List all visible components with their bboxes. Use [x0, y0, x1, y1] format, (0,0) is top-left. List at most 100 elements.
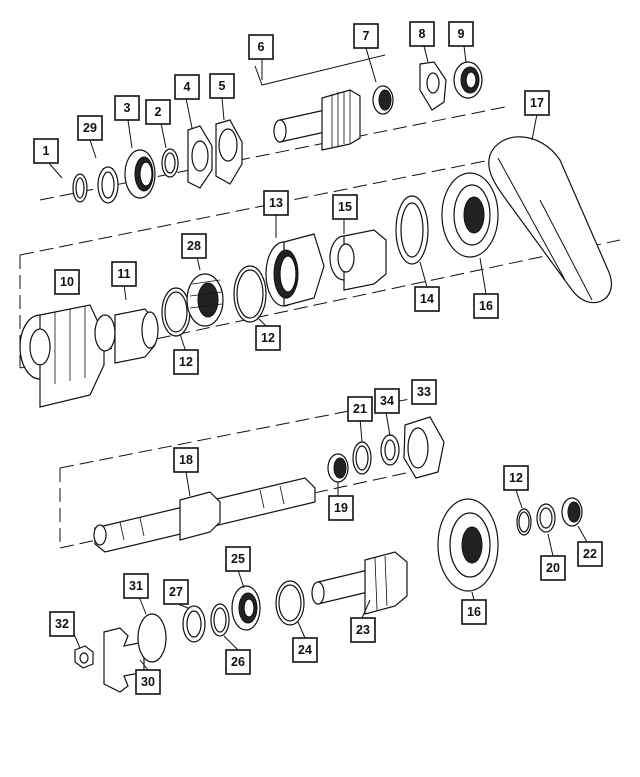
- callout-21: 21: [347, 396, 373, 422]
- callout-33: 33: [411, 379, 437, 405]
- callout-label: 11: [117, 267, 130, 281]
- bearing-7: [372, 85, 394, 115]
- driven-sprocket-16-bottom: [437, 498, 499, 592]
- callout-label: 7: [363, 29, 370, 43]
- callout-label: 30: [141, 675, 155, 689]
- callout-label: 12: [261, 331, 275, 345]
- callout-label: 8: [419, 27, 426, 41]
- snap-ring-12-lower: [516, 508, 532, 536]
- callout-label: 23: [356, 623, 370, 637]
- callout-label: 28: [187, 239, 201, 253]
- callout-label: 12: [179, 355, 193, 369]
- callout-17: 17: [524, 90, 550, 116]
- snap-ring-20: [536, 503, 556, 533]
- drive-sprocket-16-top: [441, 172, 499, 258]
- callout-label: 16: [479, 299, 493, 313]
- callout-label: 34: [380, 394, 394, 408]
- callout-9: 9: [448, 21, 474, 47]
- callout-25: 25: [225, 546, 251, 572]
- callout-29: 29: [77, 115, 103, 141]
- callout-label: 29: [83, 121, 97, 135]
- callout-3: 3: [114, 95, 140, 121]
- callout-11: 11: [111, 261, 137, 287]
- seal-27: [182, 605, 206, 643]
- callout-12-lower: 12: [503, 465, 529, 491]
- callout-15: 15: [332, 194, 358, 220]
- snap-ring-21: [352, 441, 372, 475]
- callout-label: 25: [231, 552, 245, 566]
- hub-15: [329, 229, 387, 291]
- callout-7: 7: [353, 23, 379, 49]
- oil-pump-33: [403, 416, 445, 479]
- callout-14: 14: [414, 286, 440, 312]
- sun-gear-11: [94, 308, 159, 364]
- callout-10: 10: [54, 269, 80, 295]
- callout-2: 2: [145, 99, 171, 125]
- callout-28: 28: [181, 233, 207, 259]
- retainer-plate-4: [187, 125, 213, 189]
- callout-label: 27: [169, 585, 183, 599]
- callout-label: 4: [184, 80, 191, 94]
- callout-12-mid-left: 12: [173, 349, 199, 375]
- callout-6: 6: [248, 34, 274, 60]
- callout-label: 32: [55, 617, 69, 631]
- retainer-plate-5: [215, 119, 243, 185]
- callout-label: 2: [155, 105, 162, 119]
- bearing-3: [124, 149, 156, 199]
- callout-34: 34: [374, 388, 400, 414]
- callout-label: 15: [338, 200, 352, 214]
- callout-label: 1: [43, 144, 50, 158]
- callout-label: 5: [219, 79, 226, 93]
- output-shaft-6: [273, 89, 361, 151]
- callout-8: 8: [409, 21, 435, 47]
- snap-ring-2: [161, 148, 179, 178]
- snap-ring-1: [72, 173, 88, 203]
- callout-16-bottom: 16: [461, 599, 487, 625]
- callout-label: 18: [179, 453, 193, 467]
- snap-ring-24: [275, 580, 305, 626]
- callout-23: 23: [350, 617, 376, 643]
- callout-label: 24: [298, 643, 312, 657]
- callout-27: 27: [163, 579, 189, 605]
- callout-26: 26: [225, 649, 251, 675]
- callout-label: 19: [334, 501, 348, 515]
- bearing-25: [231, 585, 261, 631]
- mainshaft-18: [93, 477, 316, 553]
- callout-18: 18: [173, 447, 199, 473]
- callout-30: 30: [135, 669, 161, 695]
- washer-34: [380, 434, 400, 466]
- planetary-carrier-10: [19, 304, 105, 408]
- callout-22: 22: [577, 541, 603, 567]
- callout-label: 33: [417, 385, 431, 399]
- bearing-22: [561, 497, 583, 527]
- callout-13: 13: [263, 190, 289, 216]
- bearing-19: [327, 453, 349, 483]
- callout-label: 16: [467, 605, 481, 619]
- snap-ring-26: [210, 603, 230, 637]
- callout-label: 20: [546, 561, 560, 575]
- callout-32: 32: [49, 611, 75, 637]
- callout-4: 4: [174, 74, 200, 100]
- front-output-shaft-23: [311, 551, 408, 615]
- callout-19: 19: [328, 495, 354, 521]
- callout-label: 13: [269, 196, 283, 210]
- nut-32: [74, 645, 94, 669]
- clutch-sleeve-13: [265, 233, 325, 307]
- callout-24: 24: [292, 637, 318, 663]
- callout-label: 3: [124, 101, 131, 115]
- callout-label: 14: [420, 292, 434, 306]
- spacer-29: [97, 166, 119, 204]
- callout-label: 12: [509, 471, 523, 485]
- callout-16-top: 16: [473, 293, 499, 319]
- gear-28: [186, 273, 224, 327]
- callout-label: 9: [458, 27, 465, 41]
- yoke-31: [103, 613, 167, 693]
- snap-ring-12-mid: [233, 265, 267, 323]
- drive-chain-17: [488, 136, 612, 303]
- callout-label: 31: [129, 579, 143, 593]
- callout-label: 21: [353, 402, 367, 416]
- callout-12-mid: 12: [255, 325, 281, 351]
- callout-1: 1: [33, 138, 59, 164]
- synchronizer-ring-14: [395, 195, 429, 265]
